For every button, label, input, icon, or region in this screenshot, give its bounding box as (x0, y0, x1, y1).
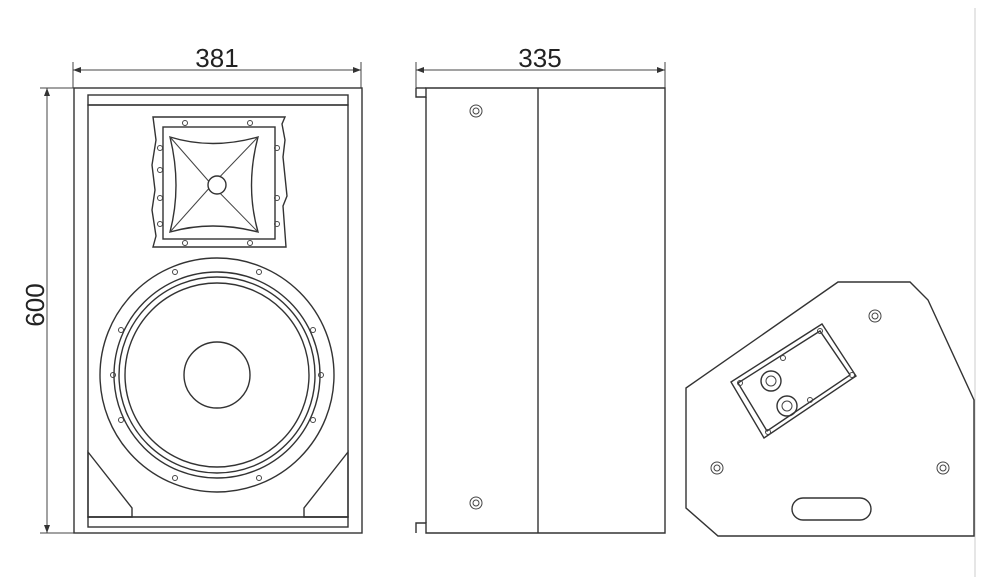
cabinet-outline (73, 87, 363, 534)
width-dimension: 381 (72, 43, 362, 88)
speakon-jack-2 (776, 395, 798, 417)
rear-screw-left (710, 461, 724, 475)
rear-view (685, 281, 975, 537)
side-screw-bottom (469, 496, 483, 510)
carry-handle (791, 497, 872, 521)
depth-dimension: 335 (415, 43, 666, 88)
front-width-label: 381 (195, 43, 238, 73)
rear-screw-top (868, 309, 882, 323)
side-depth-label: 335 (518, 43, 561, 73)
height-dimension: 600 (20, 87, 74, 534)
connector-plate (730, 323, 857, 439)
front-view: 381 600 (20, 43, 363, 534)
woofer (99, 257, 335, 493)
side-outline (415, 87, 666, 534)
bottom-trim (87, 516, 349, 528)
top-trim (87, 94, 349, 106)
port-right (303, 449, 349, 518)
rear-screw-right (936, 461, 950, 475)
baffle (87, 104, 349, 518)
height-label: 600 (20, 283, 50, 326)
rear-outline (685, 281, 975, 537)
side-view: 335 (415, 43, 666, 534)
port-left (87, 449, 133, 518)
side-screw-top (469, 104, 483, 118)
speakon-jack-1 (760, 370, 782, 392)
horn-driver (151, 116, 288, 248)
